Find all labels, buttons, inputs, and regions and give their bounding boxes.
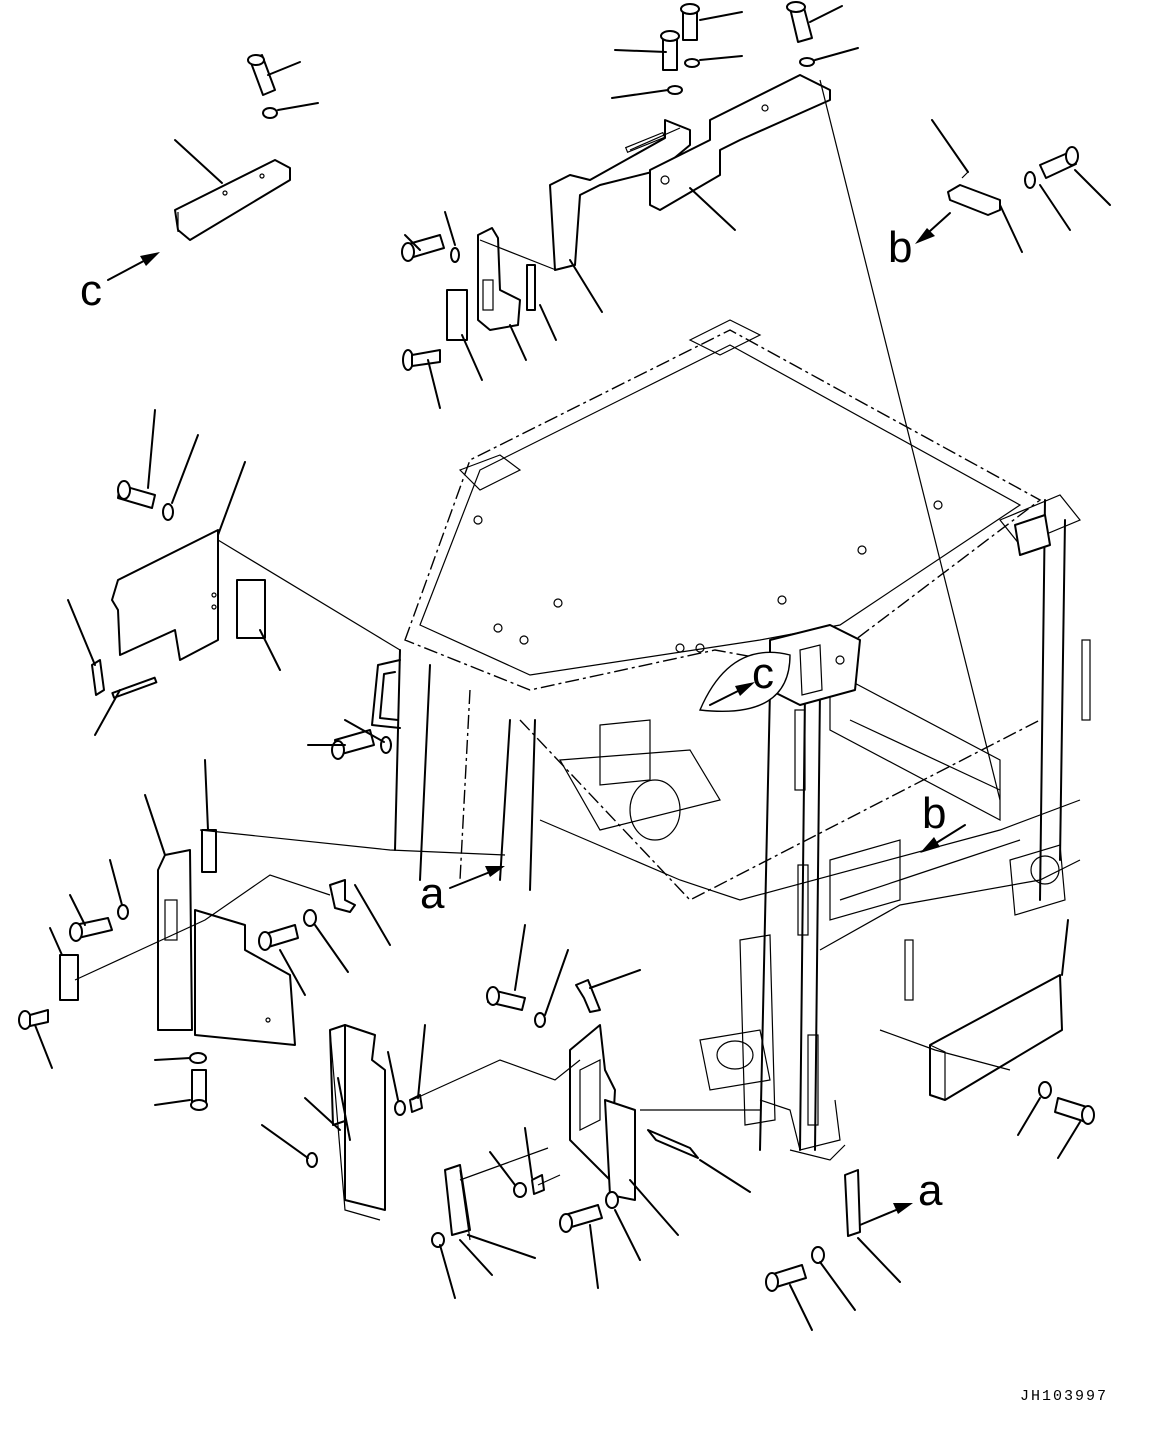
bracket-a bbox=[844, 1169, 861, 1237]
seal-strip bbox=[111, 676, 158, 699]
bolt bbox=[680, 3, 700, 41]
washer bbox=[431, 1232, 445, 1248]
cover-plate bbox=[446, 289, 468, 341]
cover-plate bbox=[59, 954, 79, 1001]
view-label-a: a bbox=[918, 1166, 943, 1215]
washer bbox=[450, 247, 460, 263]
bolt bbox=[786, 1, 813, 43]
washer bbox=[262, 107, 278, 119]
arrow-a-mid bbox=[449, 866, 505, 889]
rear-cover bbox=[929, 974, 1063, 1101]
lower-trim-left bbox=[329, 1024, 386, 1221]
seal-strip bbox=[526, 264, 536, 311]
leader-lines bbox=[34, 5, 1111, 1331]
bolt bbox=[486, 986, 526, 1011]
washer bbox=[380, 736, 392, 754]
top-bracket-right bbox=[649, 74, 831, 211]
bolt bbox=[401, 234, 445, 262]
top-bracket-left bbox=[549, 119, 691, 271]
view-label-a: a bbox=[420, 869, 445, 918]
pin bbox=[575, 979, 601, 1013]
washer bbox=[605, 1191, 619, 1209]
bolt bbox=[1054, 1097, 1095, 1125]
bolt bbox=[660, 30, 680, 71]
small-bracket bbox=[329, 879, 356, 913]
left-pillar-trim bbox=[157, 849, 193, 1031]
arrow-b-mid bbox=[920, 824, 966, 853]
washer bbox=[667, 85, 683, 95]
arrow-a-bottom bbox=[859, 1203, 913, 1226]
bolt bbox=[117, 480, 156, 509]
bolt bbox=[247, 54, 276, 96]
clip bbox=[18, 1009, 49, 1030]
view-label-b: b bbox=[922, 789, 946, 838]
cab-frame bbox=[371, 319, 1091, 1161]
view-label-c: c bbox=[752, 649, 774, 698]
upper-trim bbox=[477, 227, 521, 331]
washer bbox=[811, 1246, 825, 1264]
seal-strip bbox=[201, 829, 217, 873]
left-lower-panel bbox=[194, 909, 296, 1046]
view-label-c: c bbox=[80, 266, 102, 315]
center-lines bbox=[74, 79, 1011, 1186]
left-cover-panel bbox=[111, 529, 219, 661]
washer bbox=[534, 1012, 546, 1028]
washer bbox=[513, 1182, 527, 1198]
washer bbox=[684, 58, 700, 68]
washer bbox=[799, 57, 815, 67]
bracket-c bbox=[174, 159, 291, 241]
clip bbox=[402, 349, 441, 371]
washer bbox=[162, 503, 174, 521]
washer bbox=[1038, 1081, 1052, 1099]
view-label-b: b bbox=[888, 223, 912, 272]
arrow-c-roof bbox=[698, 651, 791, 712]
arrow-b-top bbox=[915, 212, 951, 244]
washer bbox=[306, 1152, 318, 1168]
label-sheet bbox=[236, 579, 266, 639]
lower-trim-center bbox=[444, 1164, 471, 1241]
washer bbox=[1024, 171, 1036, 189]
washer bbox=[303, 909, 317, 927]
bolt bbox=[559, 1204, 603, 1233]
bolt bbox=[1039, 146, 1079, 179]
seal-strip bbox=[647, 1129, 699, 1159]
bracket-b bbox=[947, 171, 1001, 216]
bolt bbox=[258, 924, 299, 951]
washer bbox=[394, 1100, 406, 1116]
bolt bbox=[190, 1069, 208, 1111]
bolt bbox=[69, 917, 113, 942]
drawing-code: JH103997 bbox=[1020, 1388, 1108, 1405]
lower-trim-right bbox=[569, 1024, 636, 1201]
bolt bbox=[765, 1264, 807, 1292]
hook bbox=[91, 659, 105, 696]
washer bbox=[117, 904, 129, 920]
arrow-c-top bbox=[107, 252, 160, 281]
washer bbox=[189, 1052, 207, 1064]
